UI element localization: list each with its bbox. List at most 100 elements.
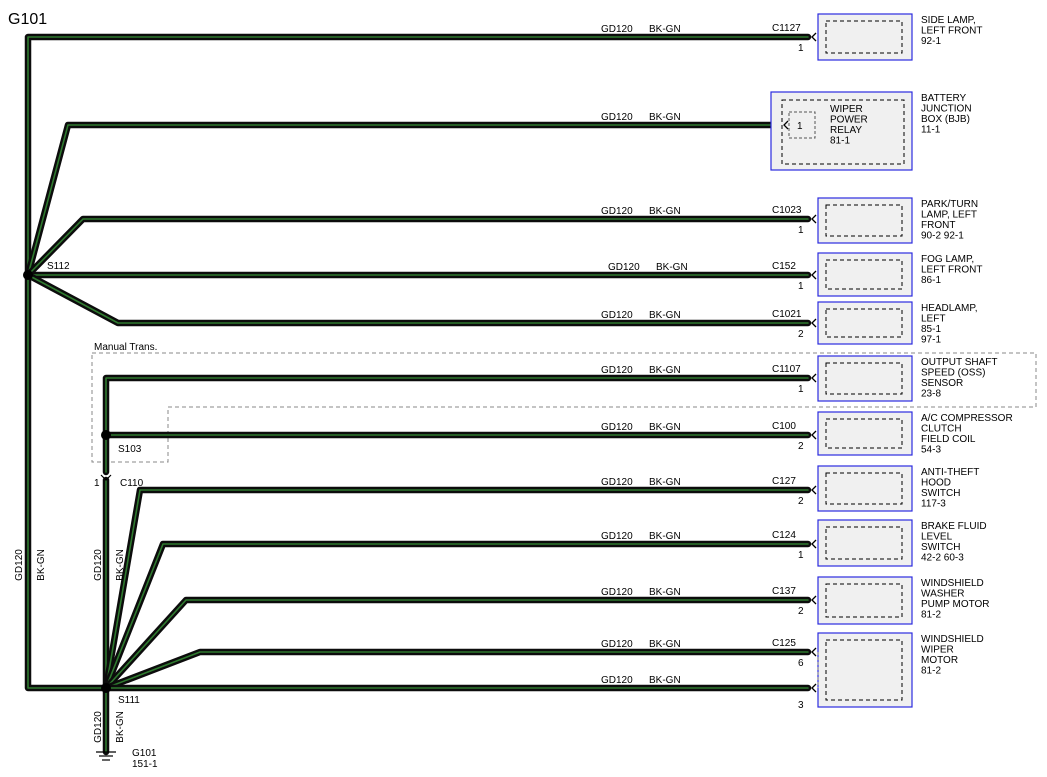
- mid-wire-color: BK-GN: [115, 549, 126, 581]
- wire-color-label-5: BK-GN: [649, 365, 681, 376]
- connector-chevron-3: [811, 270, 817, 280]
- component-box-3: [817, 252, 913, 297]
- manual-trans-label: Manual Trans.: [94, 342, 157, 353]
- wire-color-label-0: BK-GN: [649, 24, 681, 35]
- component-name-8-line-3: 42-2 60-3: [921, 553, 964, 564]
- component-name-0-line-0: SIDE LAMP,: [921, 15, 976, 26]
- wire-s111-branch-0-stripe: [105, 489, 809, 689]
- connector-id-2: C1023: [772, 205, 802, 216]
- component-name-1-line-1: JUNCTION: [921, 104, 972, 115]
- manual-trans-region: [91, 352, 1037, 463]
- component-box-8: [817, 519, 913, 567]
- trunk-wire-color: BK-GN: [36, 549, 47, 581]
- wire-branch-4: [24, 271, 812, 327]
- wire-s111-branch-3: [102, 648, 812, 692]
- connector-pin-wiper-3: 3: [798, 700, 804, 711]
- bjb-relay-line-2: RELAY: [830, 125, 862, 136]
- component-inner-dashed-10: [825, 639, 903, 701]
- ground-ref: 151-1: [132, 759, 158, 770]
- wire-oss-sensor-stripe: [105, 377, 809, 436]
- connector-chevron-4: [811, 318, 817, 328]
- ground-name: G101: [132, 748, 157, 759]
- component-name-5-line-3: 23-8: [921, 389, 941, 400]
- connector-chevron-6: [811, 430, 817, 440]
- component-inner-dashed-6: [825, 418, 903, 449]
- wire-code-label-0: GD120: [601, 24, 633, 35]
- wire-color-label-10: BK-GN: [649, 639, 681, 650]
- wire-s111-branch-2: [102, 596, 812, 692]
- component-box-0: [817, 13, 913, 61]
- wire-branch-1: [24, 121, 812, 279]
- splice-s112-label: S112: [47, 261, 70, 272]
- connector-chevron-wiper-pin3: [811, 683, 817, 693]
- bjb-relay-line-0: WIPER: [830, 104, 863, 115]
- component-name-6-line-0: A/C COMPRESSOR: [921, 413, 1013, 424]
- component-inner-dashed-3: [825, 259, 903, 290]
- c110-pin: 1: [94, 478, 100, 489]
- component-name-2-line-0: PARK/TURN: [921, 199, 978, 210]
- wire-color-label-2: BK-GN: [649, 206, 681, 217]
- component-name-9-line-1: WASHER: [921, 589, 965, 600]
- component-name-7-line-1: HOOD: [921, 478, 951, 489]
- component-box-10: [817, 632, 913, 708]
- wire-code-label-4: GD120: [601, 310, 633, 321]
- component-name-7-line-0: ANTI-THEFT: [921, 467, 979, 478]
- wire-code-label-10: GD120: [601, 639, 633, 650]
- component-inner-dashed-2: [825, 204, 903, 237]
- component-name-2-line-2: FRONT: [921, 220, 955, 231]
- component-name-7-line-3: 117-3: [921, 499, 946, 510]
- component-name-9-line-0: WINDSHIELD: [921, 578, 984, 589]
- component-inner-dashed-4: [825, 308, 903, 338]
- splice-s111-label: S111: [118, 695, 140, 706]
- component-name-8-line-2: SWITCH: [921, 542, 960, 553]
- connector-chevron-0: [811, 32, 817, 42]
- connector-id-9: C137: [772, 586, 796, 597]
- component-name-4-line-3: 97-1: [921, 335, 941, 346]
- component-name-10-line-0: WINDSHIELD: [921, 634, 984, 645]
- wire-s111-branch-0: [102, 486, 812, 692]
- component-name-3-line-2: 86-1: [921, 275, 941, 286]
- component-name-8-line-0: BRAKE FLUID: [921, 521, 987, 532]
- component-name-8-line-1: LEVEL: [921, 532, 953, 543]
- component-inner-dashed-8: [825, 526, 903, 560]
- wire-color-label-4: BK-GN: [649, 310, 681, 321]
- component-name-9-line-3: 81-2: [921, 610, 941, 621]
- component-box-9: [817, 576, 913, 625]
- component-boxes: [770, 13, 913, 708]
- component-name-6-line-1: CLUTCH: [921, 424, 962, 435]
- wire-branch-4-stripe: [27, 274, 809, 324]
- connector-pin-8: 1: [798, 550, 804, 561]
- splice-dots: [23, 270, 111, 693]
- splice-s103: [101, 430, 111, 440]
- wires: [24, 33, 812, 756]
- connector-chevron-5: [811, 373, 817, 383]
- wire-code-label-7: GD120: [601, 477, 633, 488]
- wire-code-label-6: GD120: [601, 422, 633, 433]
- connector-id-6: C100: [772, 421, 796, 432]
- wire-trunk-s112-s111-stripe: [27, 274, 107, 689]
- connector-pin-10: 6: [798, 658, 804, 669]
- component-name-5-line-1: SPEED (OSS): [921, 368, 985, 379]
- component-name-0-line-2: 92-1: [921, 36, 941, 47]
- component-name-1-line-3: 11-1: [921, 125, 941, 136]
- component-name-3-line-1: LEFT FRONT: [921, 265, 982, 276]
- wire-color-label-6: BK-GN: [649, 422, 681, 433]
- splice-s103-label: S103: [118, 444, 142, 455]
- component-name-4-line-0: HEADLAMP,: [921, 303, 978, 314]
- component-name-10-line-1: WIPER: [921, 645, 954, 656]
- connector-chevron-1: [783, 120, 789, 130]
- component-name-2-line-1: LAMP, LEFT: [921, 210, 977, 221]
- connector-pin-7: 2: [798, 496, 804, 507]
- component-box-1: [770, 91, 913, 171]
- page-title: G101: [8, 11, 47, 28]
- component-name-6-line-3: 54-3: [921, 445, 941, 456]
- manual-trans-outline: [91, 352, 1037, 463]
- wire-color-label-8: BK-GN: [649, 531, 681, 542]
- connector-id-3: C152: [772, 261, 796, 272]
- component-box-4: [817, 301, 913, 345]
- connector-id-0: C1127: [772, 23, 801, 34]
- wire-code-label-9: GD120: [601, 587, 633, 598]
- component-name-9-line-2: PUMP MOTOR: [921, 599, 990, 610]
